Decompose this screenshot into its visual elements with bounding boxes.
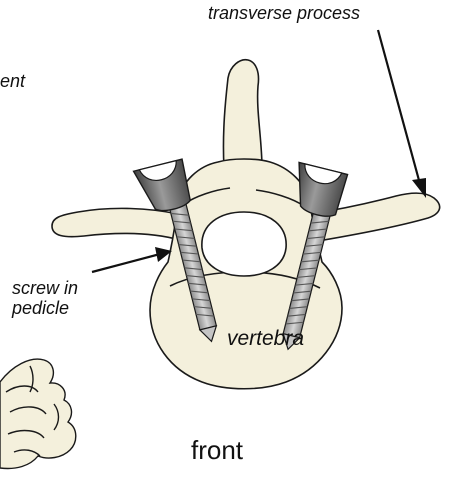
transverse-process-label: transverse process bbox=[208, 4, 360, 24]
transverse-process-arrow bbox=[378, 30, 426, 198]
screw-in-pedicle-arrow bbox=[92, 247, 172, 272]
screw-in-pedicle-label: screw in pedicle bbox=[12, 279, 122, 319]
front-view-caption: front bbox=[191, 436, 243, 465]
vertebra-label: vertebra bbox=[227, 327, 304, 350]
spine-fragment bbox=[0, 359, 76, 468]
cropped-label-fragment: ent bbox=[0, 72, 25, 92]
